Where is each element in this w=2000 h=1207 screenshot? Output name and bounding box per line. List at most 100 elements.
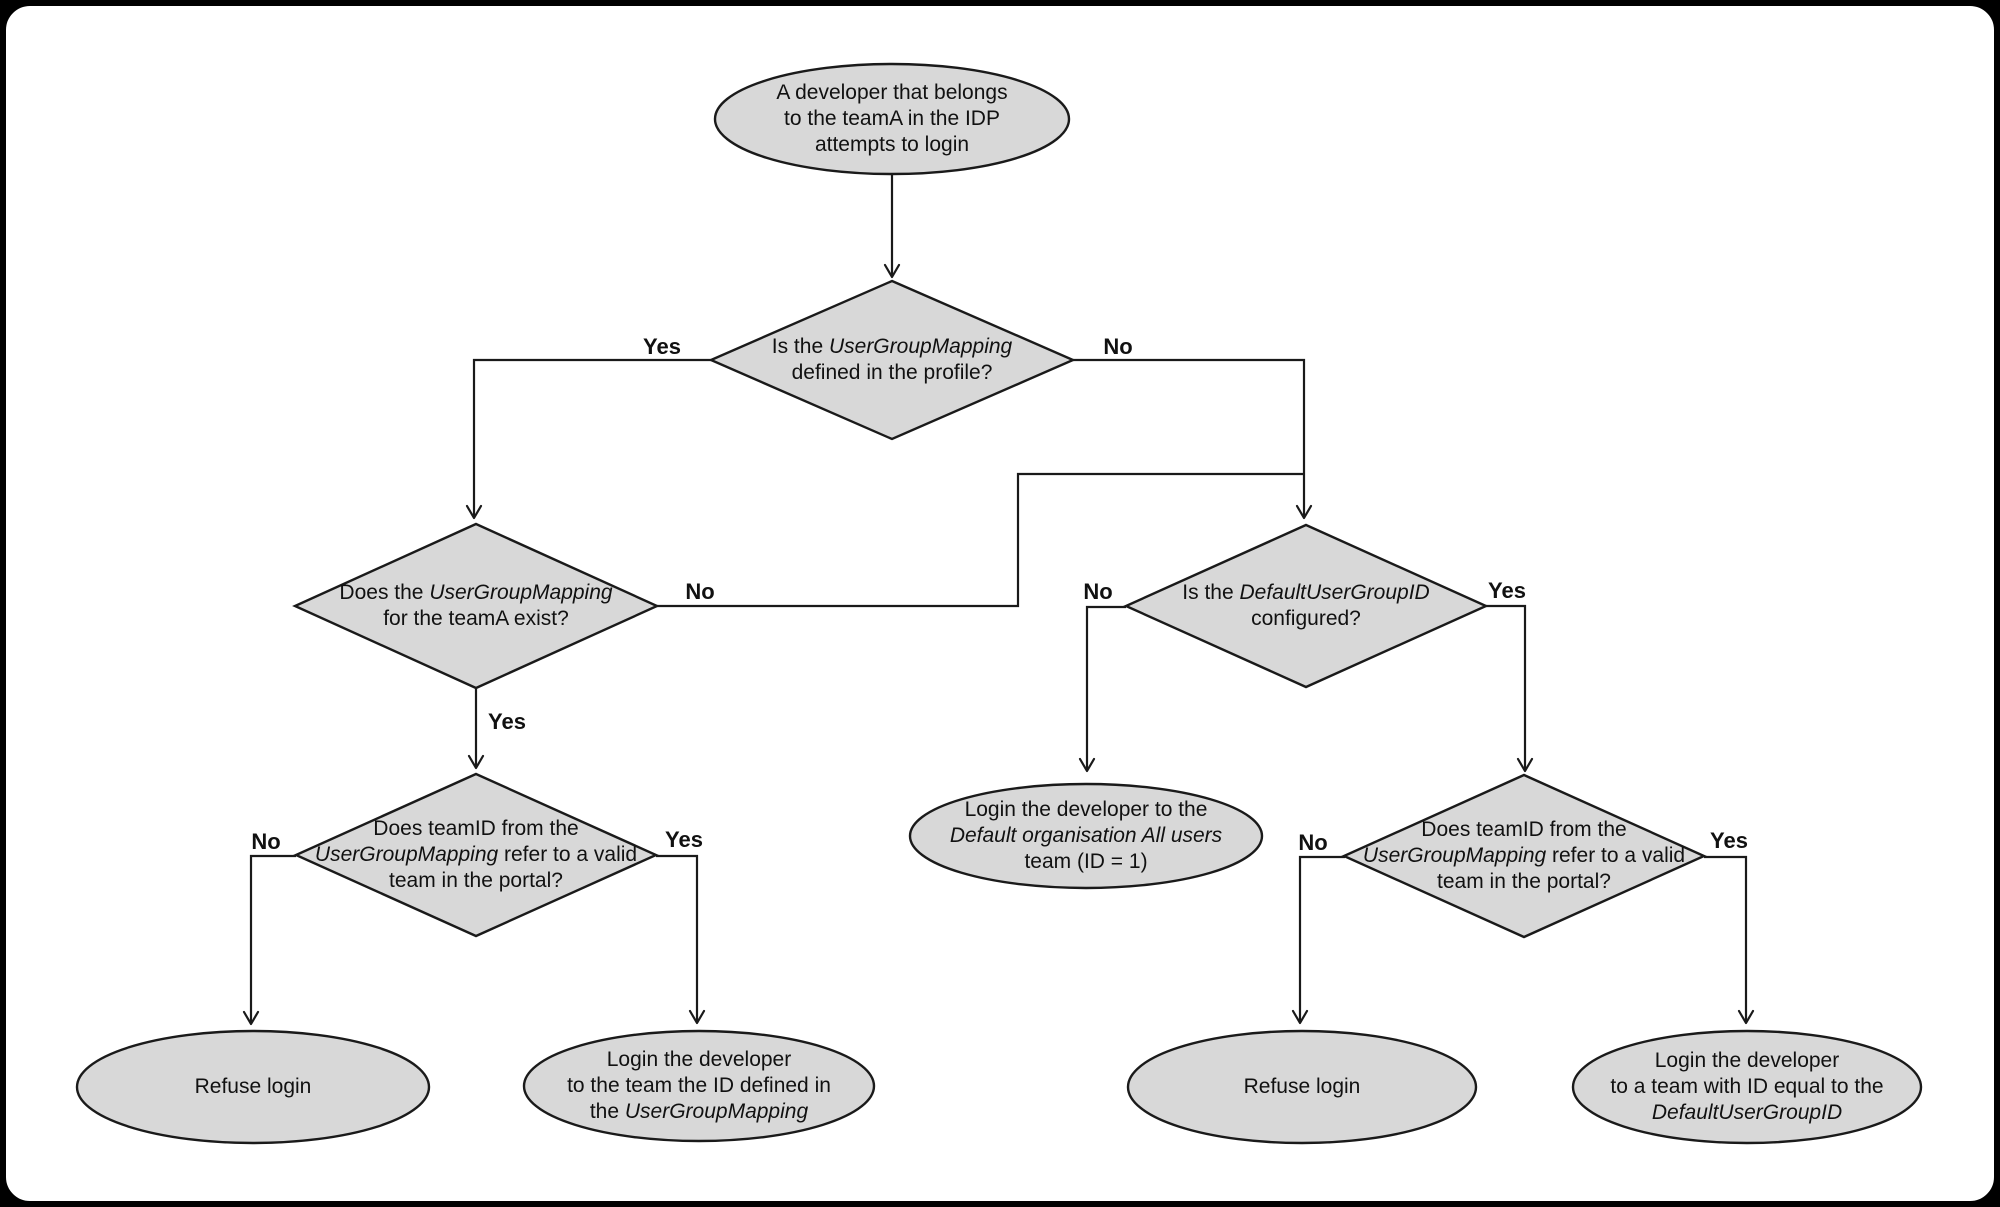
node-label-line: Does teamID from the	[1363, 817, 1685, 843]
node-label-start: A developer that belongs to the teamA in …	[776, 80, 1007, 158]
label-segment-italic: UserGroupMapping	[1362, 844, 1547, 867]
edge-ugm-exists-no	[657, 472, 1303, 608]
edge-default-group-no	[1078, 605, 1126, 773]
label-segment: refer to a valid	[498, 843, 638, 866]
node-label-refuse-login-left: Refuse login	[195, 1074, 312, 1100]
label-segment: to a team with ID equal to the	[1610, 1075, 1884, 1098]
label-segment: Does teamID from the	[373, 817, 579, 840]
node-shape-ugm-defined	[708, 279, 1076, 441]
node-shape-default-group-configured	[1123, 523, 1489, 689]
label-segment-italic: UserGroupMapping	[624, 1100, 809, 1123]
label-segment-italic: DefaultUserGroupID	[1651, 1101, 1843, 1124]
label-segment: for the teamA exist?	[383, 607, 569, 630]
label-segment: Refuse login	[194, 1075, 312, 1098]
node-shape-refuse-login-right	[1126, 1029, 1478, 1145]
edge-default-group-yes	[1486, 604, 1534, 773]
edges-layer	[242, 174, 1755, 1026]
edge-teamid-left-no	[242, 854, 296, 1026]
edge-label-teamid-right-no: No	[1298, 830, 1328, 855]
node-label-login-team-default-id: Login the developer to a team with ID equ…	[1610, 1048, 1883, 1126]
label-segment: Login the developer to the	[964, 798, 1208, 821]
edge-ugm-defined-yes	[465, 358, 711, 520]
node-label-line: team in the portal?	[315, 868, 637, 894]
edge-teamid-right-yes	[1704, 855, 1755, 1025]
node-label-line: UserGroupMapping refer to a valid	[1363, 843, 1685, 869]
edge-label-teamid-left-yes: Yes	[665, 827, 703, 852]
label-segment: attempts to login	[814, 133, 970, 156]
node-shape-teamid-valid-right	[1341, 773, 1707, 939]
edge-teamid-right-no	[1291, 855, 1345, 1025]
label-segment-italic: Default organisation All users	[949, 824, 1223, 847]
node-label-line: Default organisation All users	[950, 823, 1222, 849]
node-label-line: the UserGroupMapping	[567, 1099, 831, 1125]
label-segment: team (ID = 1)	[1024, 850, 1148, 873]
node-shape-login-team-ugm	[522, 1029, 876, 1143]
label-segment: Does the	[339, 581, 430, 604]
node-label-line: Login the developer	[567, 1047, 831, 1073]
node-label-line: Does teamID from the	[315, 816, 637, 842]
node-shape-refuse-login-left	[75, 1029, 431, 1145]
label-segment: the	[589, 1100, 625, 1123]
node-shape-login-team-default-id	[1571, 1029, 1923, 1145]
edge-label-default-group-yes: Yes	[1488, 578, 1526, 603]
edge-label-ugm-exists-yes: Yes	[488, 709, 526, 734]
node-label-line: Login the developer	[1610, 1048, 1883, 1074]
label-segment: Is the	[771, 335, 829, 358]
node-label-line: configured?	[1182, 606, 1429, 632]
label-segment: to the teamA in the IDP	[784, 107, 1000, 130]
edge-label-ugm-exists-no: No	[685, 579, 715, 604]
node-shape-teamid-valid-left	[293, 772, 659, 938]
label-segment-italic: DefaultUserGroupID	[1239, 581, 1430, 604]
edge-label-ugm-defined-yes: Yes	[643, 334, 681, 359]
edge-teamid-left-yes	[656, 854, 706, 1025]
node-label-line: Login the developer to the	[950, 797, 1222, 823]
edge-label-teamid-right-yes: Yes	[1710, 828, 1748, 853]
label-segment: defined in the profile?	[791, 361, 993, 384]
node-shape-login-default-org	[908, 782, 1264, 890]
node-label-line: Is the UserGroupMapping	[772, 334, 1012, 360]
node-label-line: team in the portal?	[1363, 869, 1685, 895]
node-label-line: DefaultUserGroupID	[1610, 1100, 1883, 1126]
label-segment: configured?	[1251, 607, 1361, 630]
node-label-line: defined in the profile?	[772, 360, 1012, 386]
node-label-line: Refuse login	[1244, 1074, 1361, 1100]
node-label-line: A developer that belongs	[776, 80, 1007, 106]
node-label-refuse-login-right: Refuse login	[1244, 1074, 1361, 1100]
node-label-line: Does the UserGroupMapping	[339, 580, 612, 606]
label-segment-italic: UserGroupMapping	[828, 335, 1013, 358]
node-label-line: Is the DefaultUserGroupID	[1182, 580, 1429, 606]
label-segment: Login the developer	[606, 1048, 792, 1071]
label-segment: Is the	[1182, 581, 1240, 604]
label-segment: Login the developer	[1654, 1049, 1840, 1072]
label-segment-italic: UserGroupMapping	[314, 843, 499, 866]
edge-ugm-defined-no	[1073, 358, 1313, 520]
node-shape-start	[713, 62, 1071, 176]
node-shape-ugm-exists	[292, 522, 660, 690]
node-label-line: to a team with ID equal to the	[1610, 1074, 1883, 1100]
nodes-layer	[75, 62, 1923, 1145]
label-segment: team in the portal?	[1437, 870, 1611, 893]
label-segment: team in the portal?	[389, 869, 563, 892]
edge-label-ugm-defined-no: No	[1103, 334, 1133, 359]
node-label-line: to the teamA in the IDP	[776, 106, 1007, 132]
label-segment-italic: UserGroupMapping	[429, 581, 613, 604]
node-label-line: to the team the ID defined in	[567, 1073, 831, 1099]
node-label-line: for the teamA exist?	[339, 606, 612, 632]
node-label-line: UserGroupMapping refer to a valid	[315, 842, 637, 868]
label-segment: Refuse login	[1243, 1075, 1361, 1098]
label-segment: A developer that belongs	[776, 81, 1008, 104]
edge-label-teamid-left-no: No	[251, 829, 281, 854]
node-label-line: team (ID = 1)	[950, 849, 1222, 875]
label-segment: refer to a valid	[1546, 844, 1686, 867]
node-label-line: attempts to login	[776, 132, 1007, 158]
